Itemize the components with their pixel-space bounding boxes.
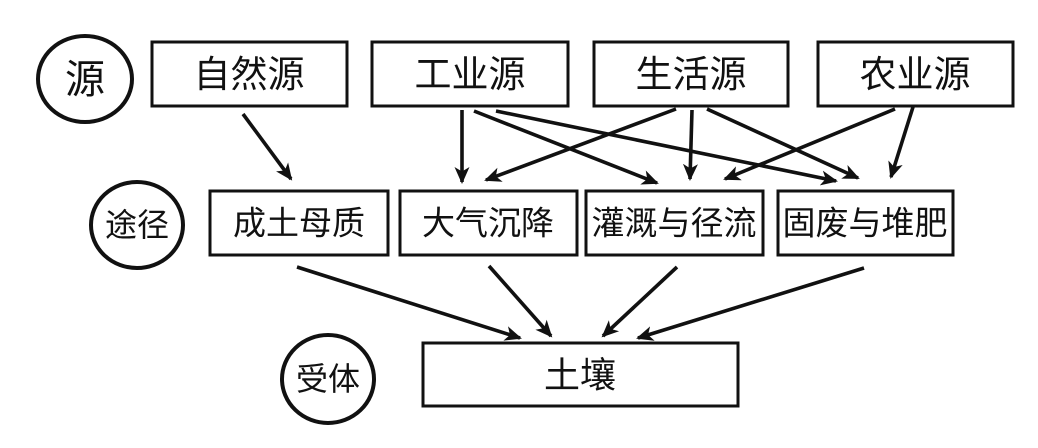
node-industrial-source: 工业源: [370, 40, 570, 108]
industrial-source-box: [370, 40, 570, 108]
agricultural-source-label: 农业源: [860, 55, 971, 96]
natural-source-box: [150, 40, 349, 108]
edge-agricultural-source-to-irrigation-and-runoff: [723, 107, 896, 181]
edge-domestic-source-to-solid-waste-and-compost: [706, 107, 860, 180]
stage-receptor-label: 受体: [296, 361, 360, 397]
node-solid-waste-and-compost: 固废与堆肥: [776, 189, 955, 257]
stage-pathway-circle: [89, 180, 185, 270]
agricultural-source-box: [816, 40, 1015, 108]
soil-label: 土壤: [544, 356, 616, 396]
node-atmospheric-deposition: 大气沉降: [398, 189, 579, 257]
solid-waste-and-compost-label: 固废与堆肥: [783, 206, 948, 243]
node-domestic-source: 生活源: [592, 40, 790, 108]
edge-atmospheric-deposition-to-soil: [487, 264, 553, 338]
soil-parent-material-box: [208, 189, 390, 257]
node-natural-source: 自然源: [150, 40, 349, 108]
stage-receptor-circle: [280, 333, 376, 425]
node-soil-parent-material: 成土母质: [208, 189, 390, 257]
stage-pathway: 途径: [89, 180, 185, 270]
atmospheric-deposition-box: [398, 189, 579, 257]
industrial-source-label: 工业源: [415, 55, 526, 96]
domestic-source-box: [592, 40, 790, 108]
edge-industrial-source-to-irrigation-and-runoff: [473, 109, 659, 185]
edge-domestic-source-to-irrigation-and-runoff: [682, 109, 698, 181]
irrigation-and-runoff-label: 灌溉与径流: [592, 206, 757, 243]
edge-domestic-source-to-atmospheric-deposition: [484, 107, 677, 182]
node-irrigation-and-runoff: 灌溉与径流: [584, 189, 765, 257]
soil-box: [421, 341, 740, 408]
edge-irrigation-and-runoff-to-soil: [601, 265, 679, 338]
edge-solid-waste-and-compost-to-soil: [636, 266, 865, 341]
stage-pathway-label: 途径: [105, 207, 169, 243]
stage-source-circle: [36, 34, 134, 124]
node-agricultural-source: 农业源: [816, 40, 1015, 108]
edge-natural-source-to-soil-parent-material: [241, 112, 293, 181]
edge-industrial-source-to-solid-waste-and-compost: [495, 109, 838, 186]
stage-receptor: 受体: [280, 333, 376, 425]
soil-parent-material-label: 成土母质: [233, 206, 365, 243]
edge-soil-parent-material-to-soil: [296, 265, 522, 341]
edge-agricultural-source-to-solid-waste-and-compost: [888, 106, 915, 179]
node-soil: 土壤: [421, 341, 740, 408]
solid-waste-and-compost-box: [776, 189, 955, 257]
domestic-source-label: 生活源: [636, 55, 747, 96]
atmospheric-deposition-label: 大气沉降: [422, 206, 554, 243]
stage-source-label: 源: [65, 57, 105, 102]
irrigation-and-runoff-box: [584, 189, 765, 257]
stage-source: 源: [36, 34, 134, 124]
natural-source-label: 自然源: [194, 54, 305, 96]
